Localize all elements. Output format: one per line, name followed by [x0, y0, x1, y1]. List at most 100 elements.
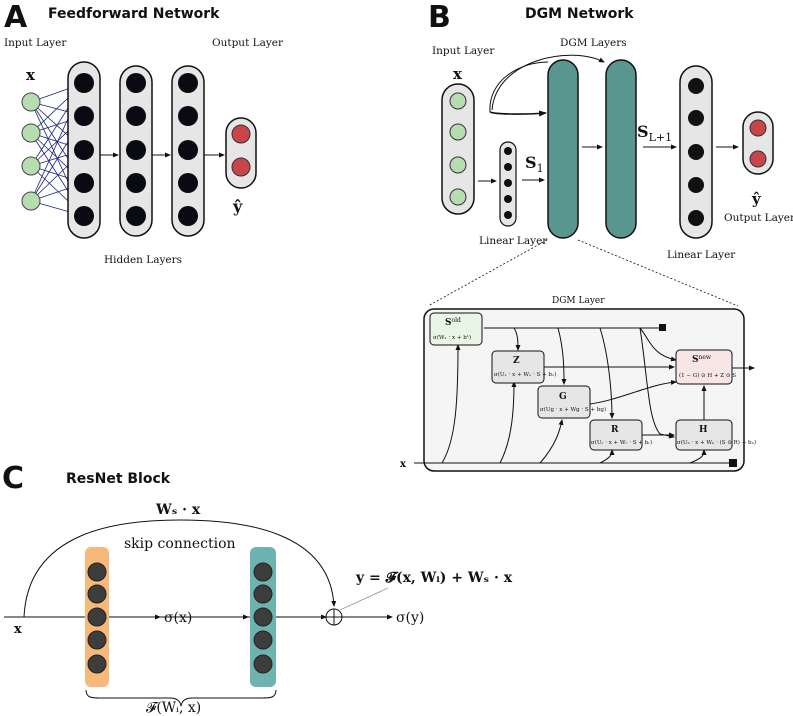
- hidden-l2-node-5: [126, 206, 146, 226]
- b-input-node-2: [449, 123, 467, 141]
- hidden-l3-node-3: [178, 140, 198, 160]
- b-skip-curve-2: [491, 54, 605, 111]
- panel-a-input-label: Input Layer: [4, 37, 67, 49]
- inset-sold-box: [429, 312, 483, 346]
- inset-snew-box: [675, 349, 733, 385]
- panel-c-x-symbol: x: [14, 622, 22, 637]
- hidden-l1-node-3: [74, 140, 94, 160]
- inset-s-to-g: [557, 327, 567, 385]
- hidden-nodes: [74, 73, 198, 226]
- hidden-l2-node-1: [126, 73, 146, 93]
- inset-z-label: Z: [513, 356, 520, 366]
- inset-feed-sold: [441, 344, 461, 464]
- inset-feed-h-x: [689, 449, 707, 464]
- orange-node-1: [87, 562, 107, 582]
- inset-sold-formula: σ(W₁ · x + b¹): [433, 334, 471, 341]
- output-node-2: [231, 157, 251, 177]
- teal-node-3: [253, 607, 273, 627]
- inset-h-formula: σ(Uₕ · x + Wₕ · (S ⊙ R) + bₕ): [677, 439, 756, 446]
- inset-g-box: [537, 385, 591, 419]
- panel-b: B DGM Network Input Layer DGM Layers x L…: [400, 0, 793, 472]
- b-skip-curve-1: [489, 61, 549, 113]
- teal-node-1: [253, 562, 273, 582]
- teal-node-5: [253, 654, 273, 674]
- panel-c-f-label: 𝓕(Wᵢ, x): [146, 700, 201, 716]
- panel-b-yhat: ŷ: [751, 190, 762, 208]
- panel-a-output-label: Output Layer: [212, 37, 284, 49]
- panel-b-dgm-layers-label: DGM Layers: [560, 37, 627, 49]
- b-sl-symbol: SL+1: [637, 122, 672, 144]
- inset-r-formula: σ(Uᵣ · x + Wᵣ · S + bᵣ): [591, 439, 652, 446]
- panel-c-equation: y = 𝓕(x, Wᵢ) + Wₛ · x: [355, 570, 513, 586]
- teal-layer-nodes: [253, 562, 273, 674]
- panel-c-ws-x: Wₛ · x: [155, 502, 201, 518]
- inset-feed-z-x: [499, 381, 517, 464]
- inset-h-label: H: [699, 425, 708, 435]
- panel-c-sigma-y: σ(y): [396, 610, 424, 626]
- b-linear-node-4: [504, 195, 512, 203]
- panel-b-output-label: Output Layer: [724, 212, 793, 224]
- inset-feed-g-x: [539, 419, 564, 464]
- b-input-to-dgm-arrow: [489, 110, 547, 117]
- inset-s-to-h: [639, 327, 675, 439]
- panel-c-sigma-x: σ(x): [164, 610, 192, 626]
- hidden-l1-node-2: [74, 106, 94, 126]
- b-input-layer-box: [441, 83, 475, 215]
- inset-feed-r-x: [599, 449, 615, 464]
- hidden-l2-node-3: [126, 140, 146, 160]
- panel-a-title: Feedforward Network: [48, 6, 220, 22]
- b-linear-right-node-4: [688, 177, 704, 193]
- inset-z-formula: σ(Uₓ · x + Wₓ · S + bₓ): [494, 371, 556, 378]
- skip-connection-arc: [23, 519, 337, 618]
- hidden-l1-node-5: [74, 206, 94, 226]
- panel-b-input-label: Input Layer: [432, 45, 495, 57]
- teal-node-4: [253, 630, 273, 650]
- b-zoom-line-right: [577, 239, 739, 307]
- inset-sold-symbol: Sold: [445, 317, 461, 328]
- b-s1-symbol: S1: [525, 153, 544, 175]
- b-linear-node-3: [504, 179, 512, 187]
- b-input-node-4: [449, 188, 467, 206]
- b-linear-right-node-3: [688, 144, 704, 160]
- panel-b-x-symbol: x: [453, 65, 463, 83]
- inset-s-bus-end: [659, 324, 666, 331]
- inset-g-label: G: [559, 392, 567, 402]
- b-dgm-layer-2: [605, 59, 637, 239]
- hidden-l1-node-1: [74, 73, 94, 93]
- panel-c-title: ResNet Block: [66, 471, 171, 487]
- b-zoom-line-left: [427, 239, 548, 307]
- panel-b-title: DGM Network: [525, 6, 634, 22]
- hidden-l3-node-5: [178, 206, 198, 226]
- b-output-node-1: [749, 119, 767, 137]
- orange-node-3: [87, 607, 107, 627]
- panel-b-linear-right-label: Linear Layer: [667, 249, 736, 261]
- orange-node-5: [87, 654, 107, 674]
- orange-node-4: [87, 630, 107, 650]
- panel-b-letter: B: [428, 0, 451, 35]
- orange-node-2: [87, 584, 107, 604]
- input-node-1: [21, 92, 41, 112]
- output-node-1: [231, 124, 251, 144]
- panel-a-hidden-label: Hidden Layers: [104, 254, 182, 266]
- input-node-4: [21, 191, 41, 211]
- inset-s-to-z: [513, 327, 521, 351]
- orange-layer-nodes: [87, 562, 107, 674]
- inset-s-to-snew: [639, 327, 677, 362]
- panel-a-letter: A: [4, 0, 28, 35]
- hidden-l2-node-2: [126, 106, 146, 126]
- panel-b-linear-left-label: Linear Layer: [479, 235, 548, 247]
- hidden-l1-node-4: [74, 173, 94, 193]
- inset-title: DGM Layer: [552, 296, 605, 306]
- panel-c-letter: C: [2, 461, 24, 496]
- b-linear-right-node-2: [688, 110, 704, 126]
- b-linear-right-node-1: [688, 78, 704, 94]
- b-linear-right-node-5: [688, 210, 704, 226]
- dgm-layer-inset: DGM Layer x Sold σ(W₁ · x + b¹): [400, 296, 756, 472]
- panel-a-yhat: ŷ: [232, 197, 243, 216]
- inset-s-to-r: [599, 327, 615, 419]
- b-linear-node-5: [504, 211, 512, 219]
- equation-pointer: [339, 587, 389, 611]
- hidden-l3-node-1: [178, 73, 198, 93]
- panel-a: A Feedforward Network Input Layer Output…: [4, 0, 284, 266]
- teal-node-2: [253, 584, 273, 604]
